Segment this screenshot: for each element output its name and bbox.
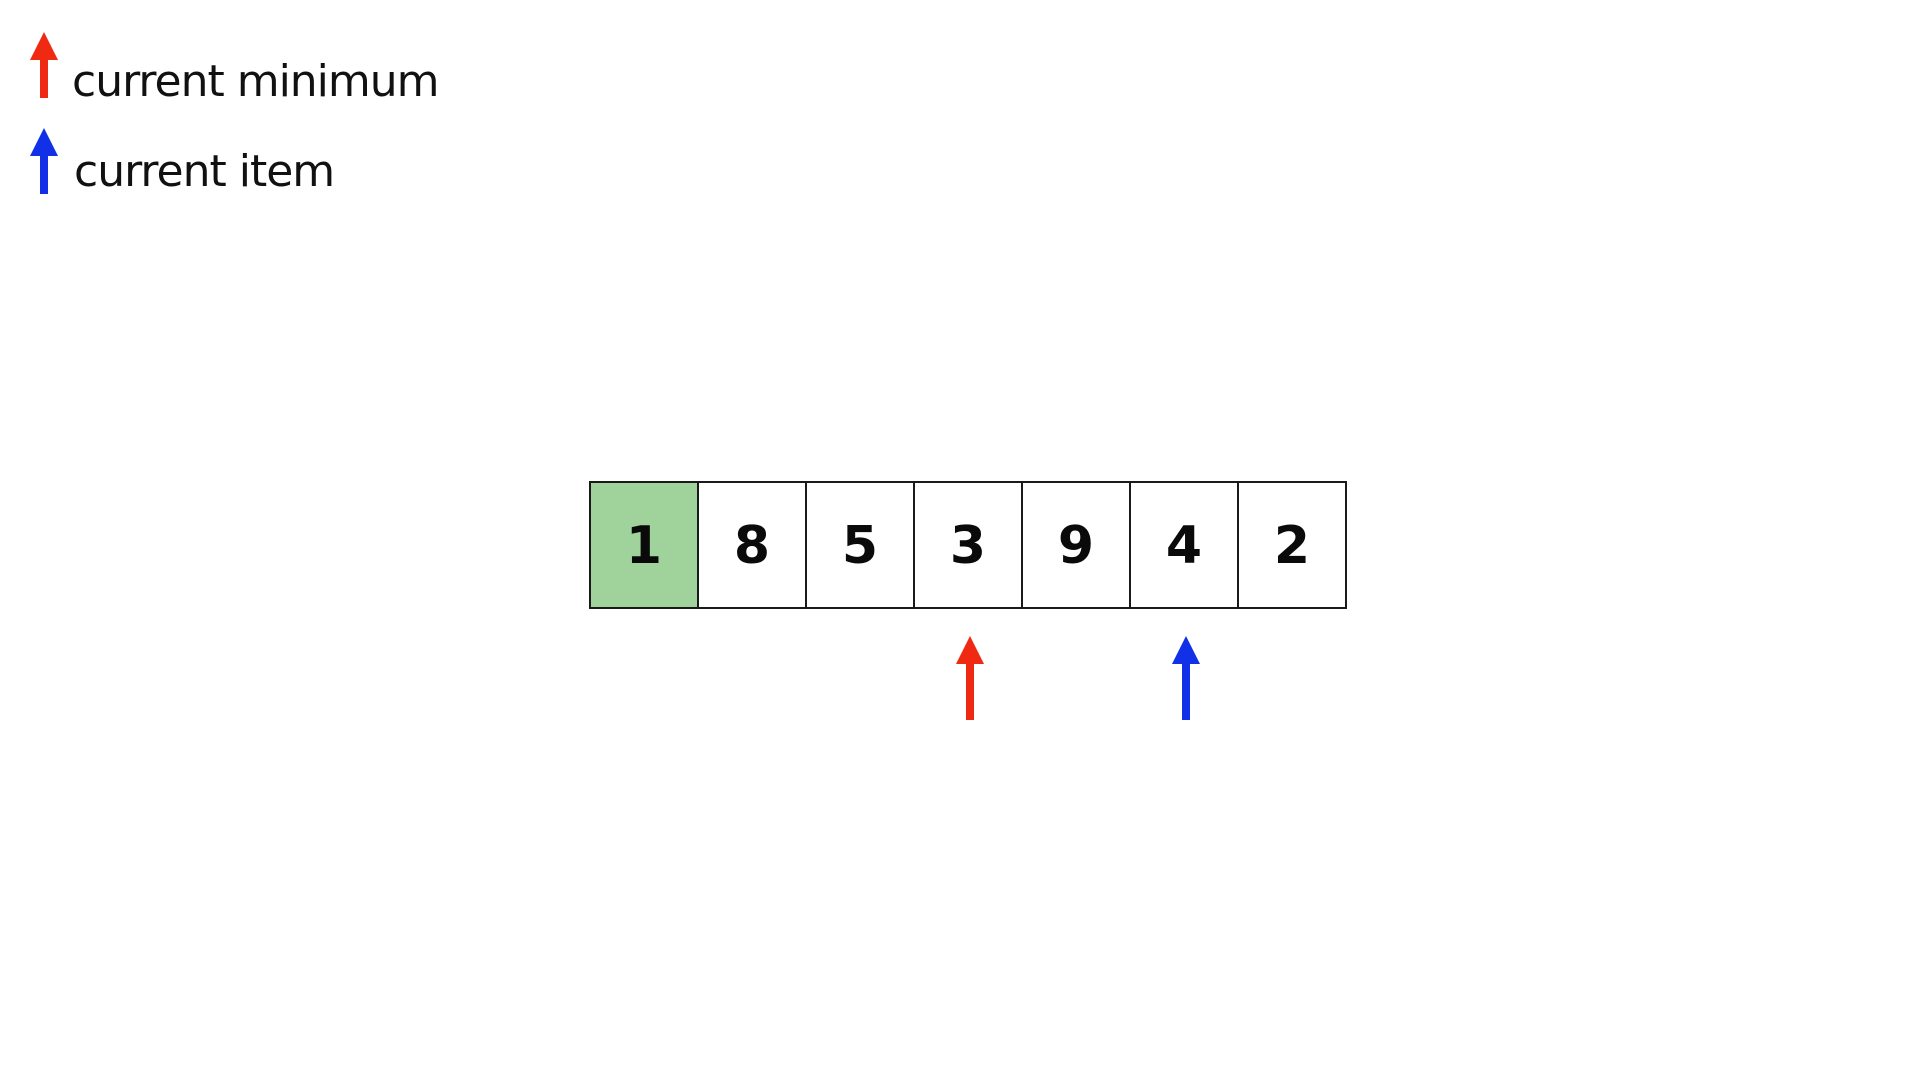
array-cell-1: 8 xyxy=(697,481,807,609)
legend: current minimum current item xyxy=(30,32,440,197)
array-cell-box xyxy=(1129,481,1239,609)
array-cell-box xyxy=(1021,481,1131,609)
array-cell-box xyxy=(1237,481,1347,609)
array-cell-4: 9 xyxy=(1021,481,1131,609)
array-cell-value: 4 xyxy=(1166,516,1202,576)
array-cell-box xyxy=(589,481,699,609)
current-item-pointer xyxy=(1172,636,1200,720)
legend-item-current-minimum: current minimum xyxy=(30,32,440,107)
array-cell-6: 2 xyxy=(1237,481,1347,609)
array-cell-value: 5 xyxy=(842,516,878,576)
legend-label-current-minimum: current minimum xyxy=(72,56,439,107)
blue-arrow-up-icon xyxy=(1172,636,1200,720)
array-cell-value: 1 xyxy=(626,516,662,576)
current-minimum-pointer xyxy=(956,636,984,720)
legend-label-current-item: current item xyxy=(74,146,334,197)
array-cell-0: 1 xyxy=(589,481,699,609)
array-cell-value: 8 xyxy=(734,516,770,576)
array-cell-5: 4 xyxy=(1129,481,1239,609)
blue-arrow-up-icon xyxy=(30,128,58,194)
array-cell-3: 3 xyxy=(913,481,1023,609)
array-cell-value: 9 xyxy=(1058,516,1094,576)
array-cell-2: 5 xyxy=(805,481,915,609)
array-cell-value: 2 xyxy=(1274,516,1310,576)
array: 1 8 5 3 9 4 2 xyxy=(589,481,1347,609)
red-arrow-up-icon xyxy=(956,636,984,720)
red-arrow-up-icon xyxy=(30,32,58,98)
array-cell-value: 3 xyxy=(950,516,986,576)
array-cell-box xyxy=(805,481,915,609)
legend-item-current-item: current item xyxy=(30,128,335,197)
array-cell-box xyxy=(697,481,807,609)
